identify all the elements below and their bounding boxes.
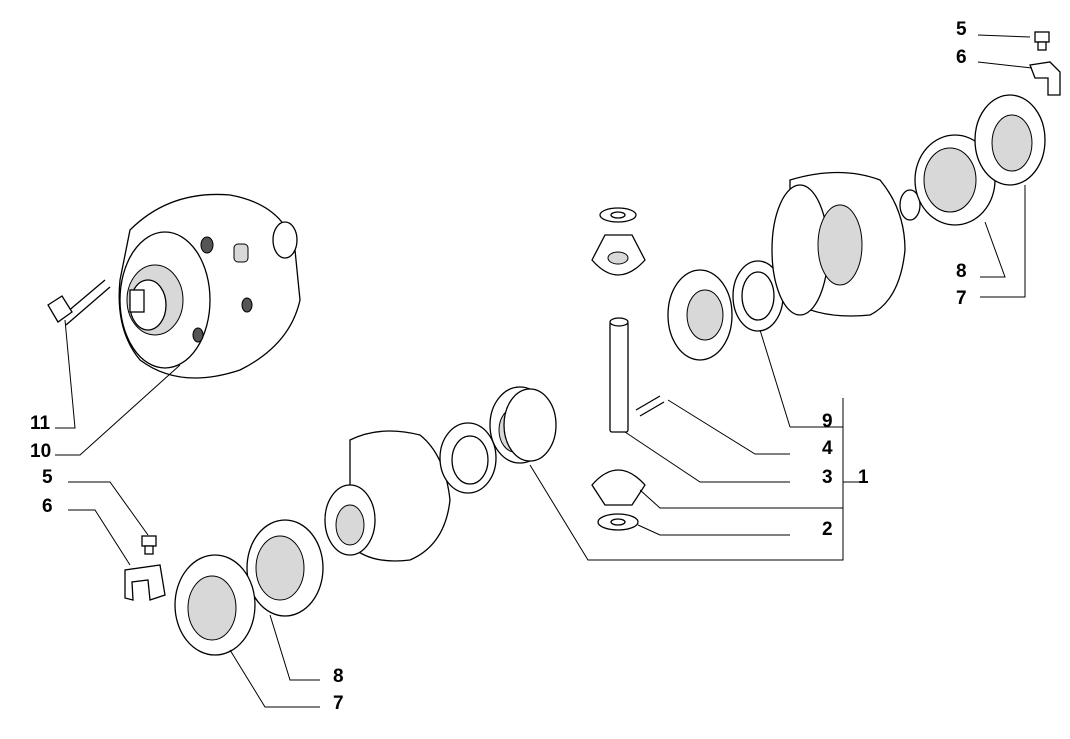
thrust-washer-right bbox=[732, 260, 784, 332]
side-gear-right bbox=[667, 269, 733, 361]
adjuster-ring-right bbox=[974, 94, 1046, 186]
bolt-top bbox=[1034, 31, 1050, 51]
label-2: 2 bbox=[822, 519, 833, 540]
label-7-top: 7 bbox=[956, 288, 967, 309]
right-case-half bbox=[771, 171, 921, 317]
label-9: 9 bbox=[822, 411, 833, 432]
label-5-left: 5 bbox=[42, 467, 53, 488]
label-7-bottom: 7 bbox=[333, 693, 344, 714]
label-1: 1 bbox=[858, 467, 869, 488]
planet-gear-top bbox=[591, 207, 646, 276]
bolt-left bbox=[141, 535, 157, 555]
lock-plate-top bbox=[1029, 61, 1061, 96]
lock-pin bbox=[635, 395, 665, 417]
label-6-top: 6 bbox=[956, 47, 967, 68]
label-3: 3 bbox=[822, 467, 833, 488]
leader-lines bbox=[55, 34, 1033, 708]
bearing-left bbox=[246, 519, 324, 617]
side-gear-left bbox=[489, 386, 557, 464]
label-10: 10 bbox=[30, 441, 51, 462]
thrust-washer-left bbox=[439, 422, 497, 494]
differential-housing-assembly bbox=[118, 193, 301, 379]
label-5-top: 5 bbox=[956, 19, 967, 40]
label-8-bottom: 8 bbox=[333, 666, 344, 687]
label-8-top: 8 bbox=[956, 261, 967, 282]
lock-plate-left bbox=[124, 564, 166, 601]
label-11: 11 bbox=[30, 413, 51, 434]
adjuster-ring-left bbox=[174, 554, 256, 656]
planet-gear-bottom bbox=[591, 469, 646, 531]
label-6-left: 6 bbox=[42, 496, 53, 517]
cross-pin bbox=[609, 317, 629, 433]
left-case-half bbox=[324, 430, 451, 562]
bearing-right bbox=[914, 134, 996, 226]
bolt-11 bbox=[47, 279, 111, 326]
label-4: 4 bbox=[822, 438, 833, 459]
